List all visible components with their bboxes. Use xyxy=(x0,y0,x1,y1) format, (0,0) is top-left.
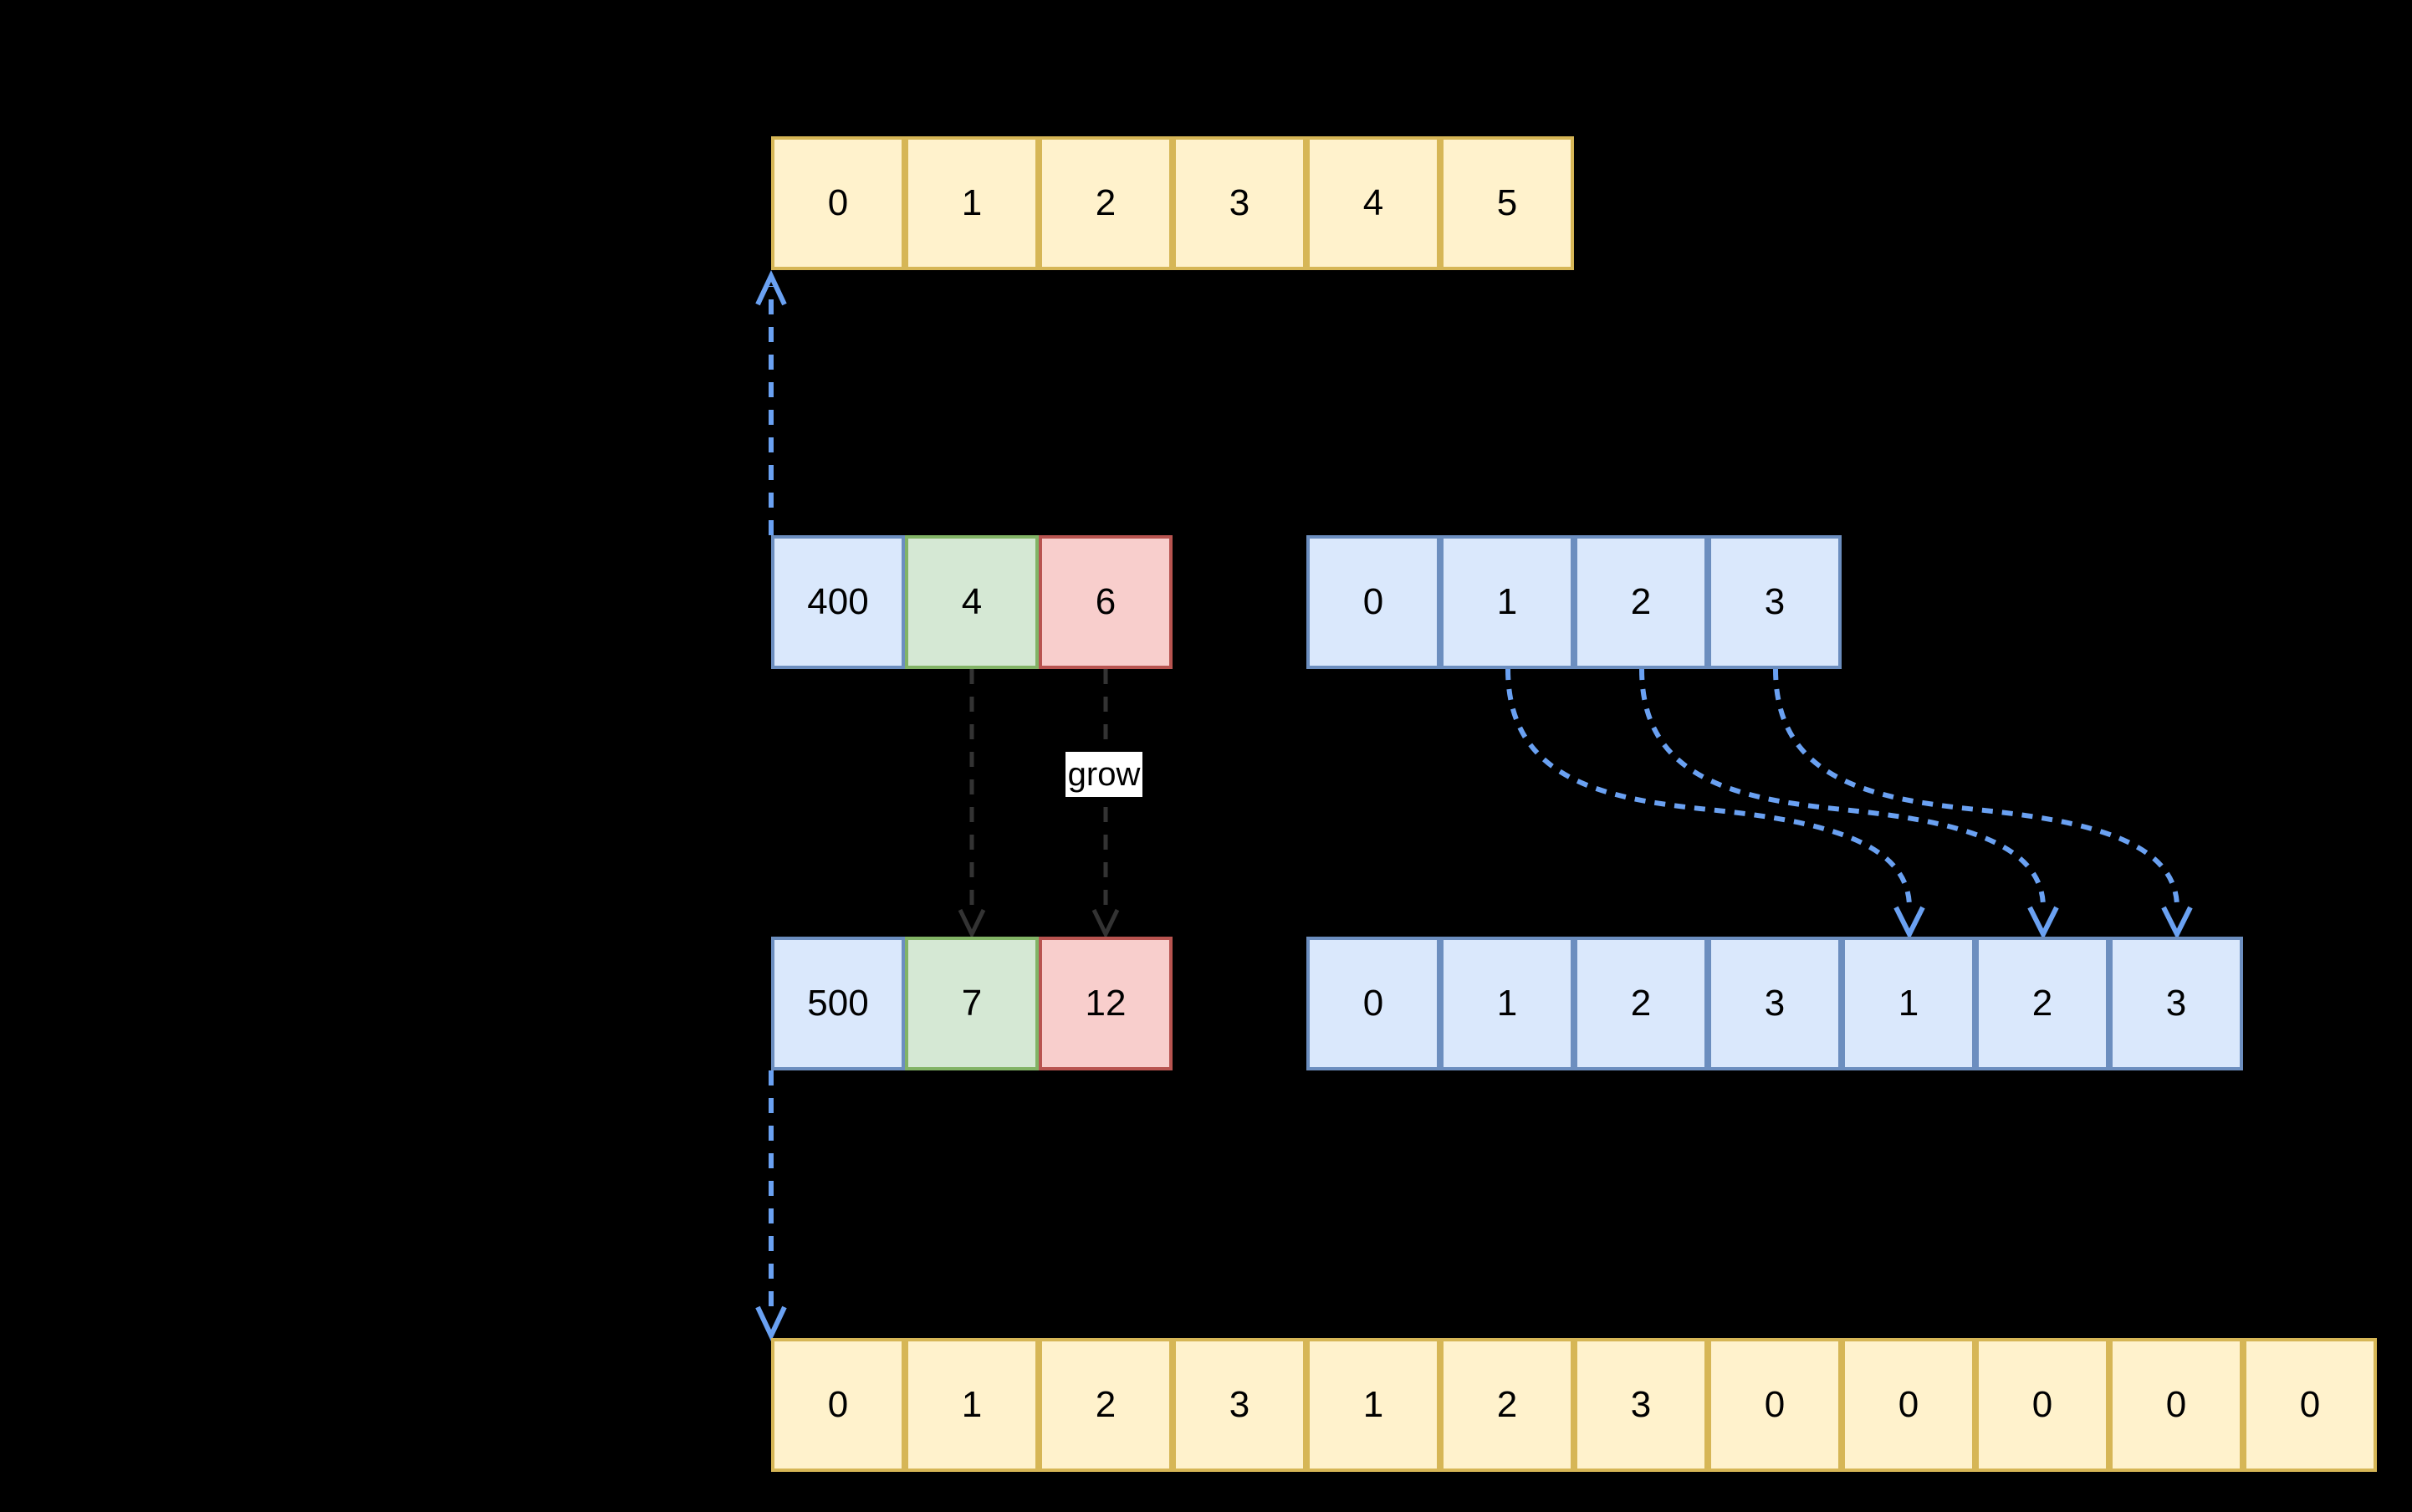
array-cell: 1 xyxy=(905,1338,1039,1472)
array-cell: 0 xyxy=(1842,1338,1975,1472)
array-cell: 0 xyxy=(771,136,905,270)
array-cell: 3 xyxy=(2109,937,2243,1070)
array-cell: 0 xyxy=(1975,1338,2109,1472)
array-cell: 2 xyxy=(1440,1338,1574,1472)
array-cell: 2 xyxy=(1975,937,2109,1070)
array-cell: 2 xyxy=(1039,136,1173,270)
array-cell: 4 xyxy=(905,535,1039,669)
array-cell: 0 xyxy=(771,1338,905,1472)
array-cell: 1 xyxy=(1842,937,1975,1070)
copy-arrow-3-arrowhead-icon xyxy=(2161,906,2193,940)
array-cell: 6 xyxy=(1039,535,1173,669)
array-cell: 1 xyxy=(1440,937,1574,1070)
array-cell: 0 xyxy=(2243,1338,2377,1472)
array-cell: 12 xyxy=(1039,937,1173,1070)
array-cell: 0 xyxy=(2109,1338,2243,1472)
copy-arrow-2-arrowhead-icon xyxy=(2027,906,2059,940)
array-cell: 500 xyxy=(771,937,905,1070)
array-cell: 400 xyxy=(771,535,905,669)
array-cell: 3 xyxy=(1708,535,1842,669)
array-cell: 0 xyxy=(1306,937,1440,1070)
array-cell: 1 xyxy=(1306,1338,1440,1472)
copy-arrow-1-arrowhead-icon xyxy=(1893,906,1925,940)
cap-grow-arrowhead-icon xyxy=(1091,908,1120,939)
grow-label: grow xyxy=(1065,752,1142,797)
array-cell: 3 xyxy=(1173,136,1306,270)
array-cell: 3 xyxy=(1708,937,1842,1070)
array-cell: 3 xyxy=(1574,1338,1708,1472)
array-cell: 2 xyxy=(1574,937,1708,1070)
copy-arrow-1 xyxy=(1505,668,1912,908)
len-grow-arrowhead-icon xyxy=(958,908,986,939)
array-cell: 7 xyxy=(905,937,1039,1070)
copy-arrow-2 xyxy=(1639,668,2046,908)
array-cell: 2 xyxy=(1039,1338,1173,1472)
array-cell: 0 xyxy=(1306,535,1440,669)
array-cell: 2 xyxy=(1574,535,1708,669)
new-pointer-arrowhead-icon xyxy=(755,1305,787,1342)
array-cell: 3 xyxy=(1173,1338,1306,1472)
array-cell: 1 xyxy=(1440,535,1574,669)
copy-arrow-3 xyxy=(1773,668,2179,908)
old-pointer-arrowhead-icon xyxy=(755,269,787,306)
array-cell: 1 xyxy=(905,136,1039,270)
array-cell: 0 xyxy=(1708,1338,1842,1472)
array-cell: 5 xyxy=(1440,136,1574,270)
array-cell: 4 xyxy=(1306,136,1440,270)
